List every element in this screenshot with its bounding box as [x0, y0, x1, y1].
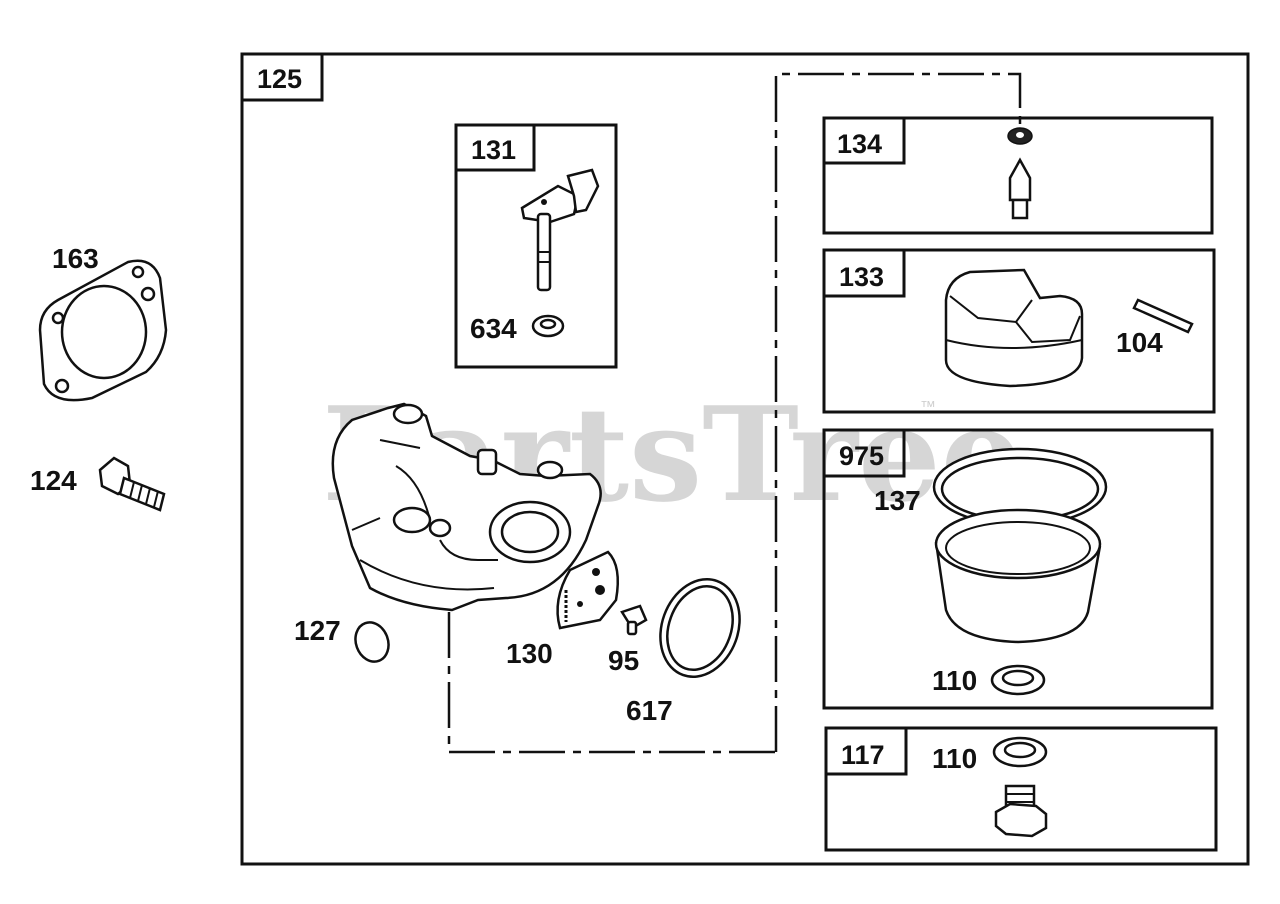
screw-124-icon [98, 456, 166, 512]
tag-box-117 [824, 726, 908, 776]
screw-95-icon [620, 604, 648, 636]
tag-box-133 [822, 248, 906, 298]
throttle-shaft-icon [520, 168, 600, 292]
label-110-a: 110 [932, 665, 977, 696]
connector-line-bottom [447, 612, 776, 754]
welch-plug-127-icon [354, 621, 390, 663]
inlet-needle-icon [1007, 127, 1033, 220]
kit-box-975 [822, 428, 1214, 710]
float-bowl-icon [934, 508, 1102, 644]
kit-box-131 [454, 123, 618, 369]
tag-117: 117 [841, 740, 885, 770]
label-163: 163 [52, 243, 99, 274]
tag-box-125 [240, 52, 324, 102]
connector-line-top [774, 72, 1022, 752]
label-634: 634 [470, 313, 517, 344]
float-icon [944, 268, 1084, 388]
washer-110-a-icon [990, 664, 1046, 696]
tag-133: 133 [839, 262, 884, 292]
label-617: 617 [626, 695, 673, 726]
washer-110-b-icon [992, 736, 1048, 768]
washer-634-icon [531, 314, 565, 338]
carburetor-body-icon [331, 402, 602, 612]
tag-975: 975 [839, 441, 884, 471]
label-95: 95 [608, 645, 639, 676]
o-ring-617-icon [659, 578, 741, 678]
label-130: 130 [506, 638, 553, 669]
tag-box-134 [822, 116, 906, 165]
tag-134: 134 [837, 129, 882, 159]
bowl-screw-icon [994, 784, 1048, 838]
gasket-163-icon [38, 259, 168, 402]
tag-box-131 [454, 123, 536, 172]
label-137: 137 [874, 485, 921, 516]
kit-box-133 [822, 248, 1216, 414]
tag-box-975 [822, 428, 906, 478]
assembly-frame-125 [240, 52, 1250, 866]
tag-131: 131 [471, 135, 516, 165]
label-104: 104 [1116, 327, 1163, 358]
float-pin-icon [1132, 298, 1194, 334]
label-127: 127 [294, 615, 341, 646]
kit-box-117 [824, 726, 1218, 852]
kit-box-134 [822, 116, 1214, 235]
label-110-b: 110 [932, 743, 977, 774]
label-124: 124 [30, 465, 77, 496]
tag-125: 125 [257, 64, 302, 94]
bowl-gasket-icon [932, 447, 1108, 527]
choke-plate-icon [556, 550, 619, 630]
